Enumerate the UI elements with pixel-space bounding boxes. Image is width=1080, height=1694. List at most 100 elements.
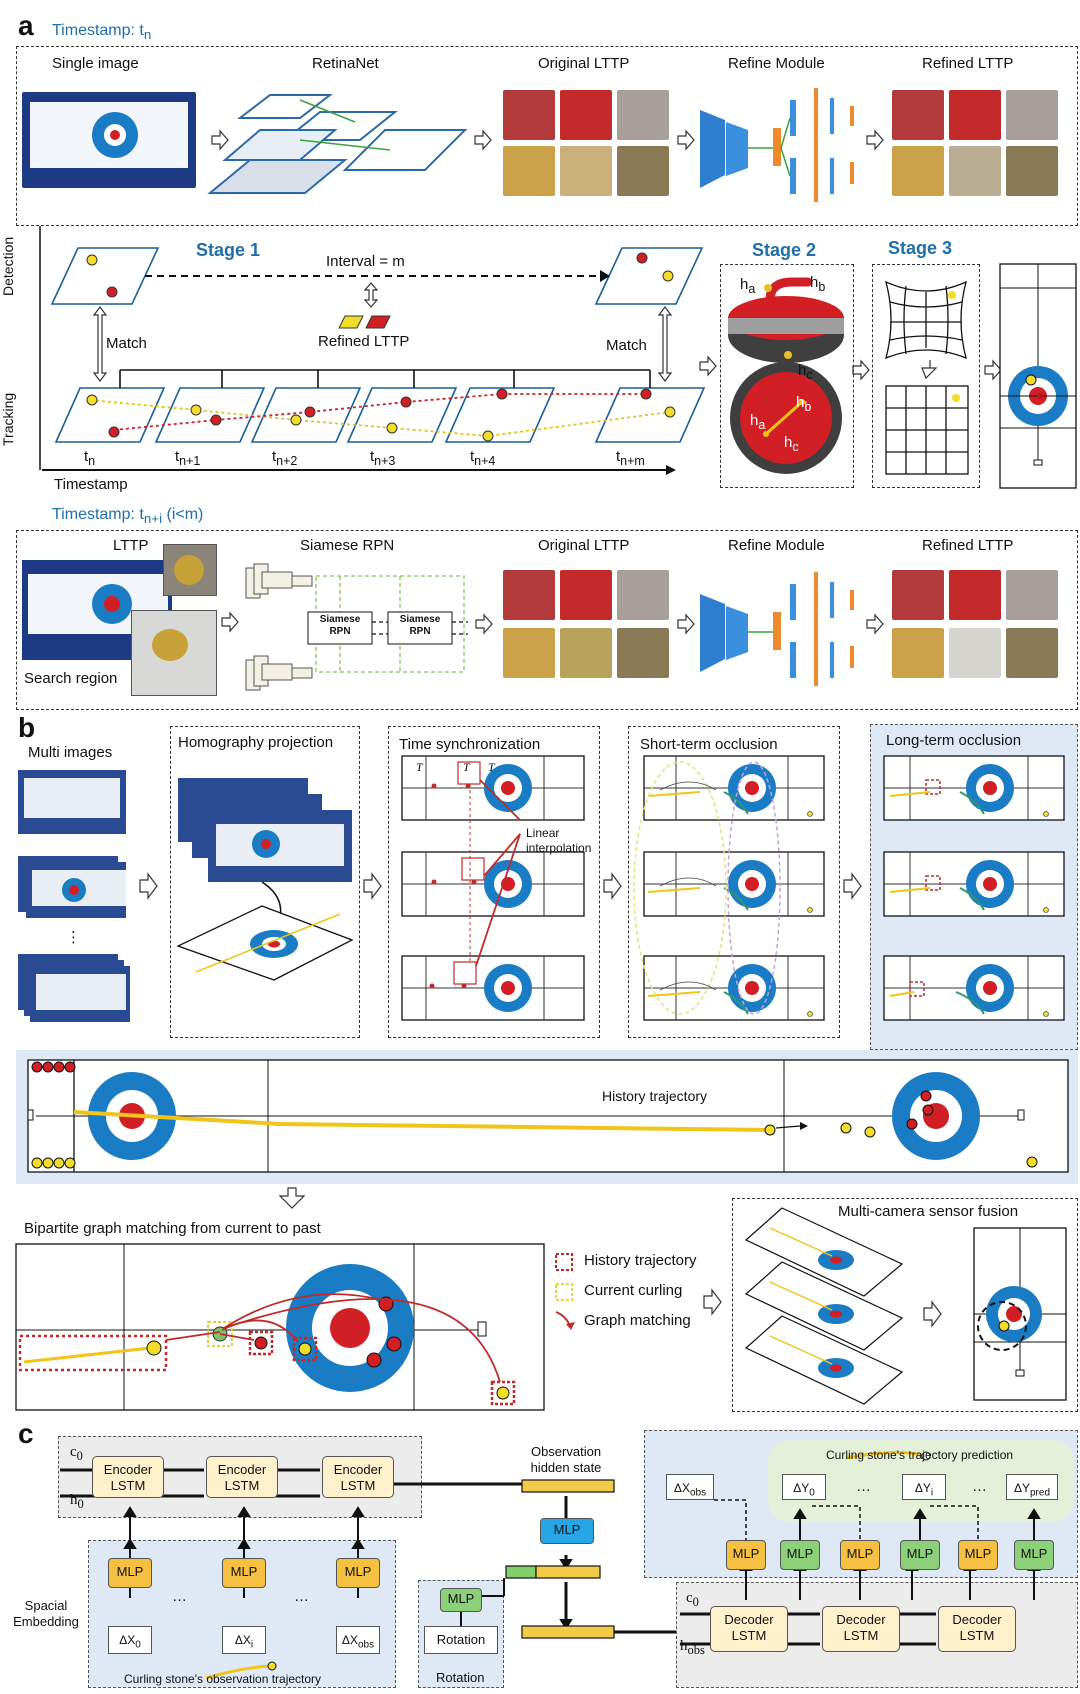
dxobs-box: ΔXobs [336, 1626, 380, 1654]
stage-3-title: Stage 3 [888, 238, 953, 258]
dy0-box: ΔY0 [782, 1474, 826, 1500]
dyi-box: ΔYi [902, 1474, 946, 1500]
bottom-row-box [16, 530, 1078, 710]
refined-lttp-label-2: Refined LTTP [922, 537, 1014, 554]
dxi-box: ΔXi [222, 1626, 266, 1654]
tick-tn4: tn+4 [470, 448, 496, 468]
multi-images-ellipsis: ⋮ [66, 929, 81, 946]
history-trajectory-label: History trajectory [602, 1088, 708, 1104]
original-lttp-thumb-5 [560, 146, 612, 196]
refined-lttp-b-thumb-2 [949, 570, 1001, 620]
curling-sheet-image [22, 92, 196, 188]
refined-lttp-thumb-2 [949, 90, 1001, 140]
stage2-hb-bottom: hb [796, 394, 812, 414]
top-row-box [16, 46, 1078, 226]
original-lttp-b-thumb-6 [617, 628, 669, 678]
stage2-hb-top: hb [810, 274, 826, 294]
linear-interp-label: Linear interpolation [526, 826, 592, 855]
c0-decoder-label: c0 [686, 1590, 699, 1609]
refined-lttp-b-thumb-1 [892, 570, 944, 620]
encoder-ellipsis-2: … [294, 1588, 309, 1605]
original-lttp-b-thumb-4 [503, 628, 555, 678]
dx0-box: ΔX0 [108, 1626, 152, 1654]
tb1-label-1: T [463, 760, 470, 774]
legend-history-trajectory: History trajectory [584, 1252, 697, 1269]
original-lttp-b-thumb-1 [503, 570, 555, 620]
original-lttp-b-thumb-5 [560, 628, 612, 678]
stage2-hc-bottom: hc [784, 434, 799, 454]
homography-box [170, 726, 360, 1038]
spatial-embedding-label: Spacial Embedding [13, 1598, 79, 1629]
refined-lttp-thumb-1 [892, 90, 944, 140]
match-right-label: Match [606, 337, 647, 354]
retinanet-label: RetinaNet [312, 55, 379, 72]
original-lttp-thumb-3 [617, 90, 669, 140]
refined-lttp-b-thumb-5 [949, 628, 1001, 678]
dx-obs-input-box: ΔXobs [666, 1474, 714, 1500]
decoder-mlp-4: MLP [900, 1540, 940, 1570]
legend-current-curling: Current curling [584, 1282, 683, 1299]
hobs-label: hobs [680, 1638, 705, 1657]
encoder-ellipsis-1: … [172, 1588, 187, 1605]
rotation-mlp: MLP [440, 1588, 482, 1612]
single-image-label: Single image [52, 55, 139, 72]
lttp-label: LTTP [113, 537, 149, 554]
long-term-box [870, 724, 1078, 1050]
tick-tn3: tn+3 [370, 448, 396, 468]
trajectory-prediction-label: Curling stone's trajectory prediction [826, 1448, 1014, 1462]
timestamp-bottom-label: Timestamp: tn+i (i<m) [52, 506, 204, 527]
dypred-box: ΔYpred [1006, 1474, 1058, 1500]
stage2-ha-top: ha [740, 276, 756, 296]
tick-tn: tn [84, 448, 96, 468]
refine-module-label-2: Refine Module [728, 537, 825, 554]
prediction-ellipsis-1: … [856, 1478, 871, 1495]
refined-lttp-thumb-3 [1006, 90, 1058, 140]
original-lttp-label-2: Original LTTP [538, 537, 630, 554]
refined-lttp-thumb-6 [1006, 146, 1058, 196]
search-region-thumb [131, 610, 217, 696]
tb0-label-1: T [416, 760, 423, 774]
tick-tn1: tn+1 [175, 448, 201, 468]
refined-lttp-b-thumb-6 [1006, 628, 1058, 678]
tick-tnm: tn+m [616, 448, 645, 468]
encoder-mlp-2: MLP [222, 1558, 266, 1588]
original-lttp-thumb-6 [617, 146, 669, 196]
observation-hidden-state-label: Observation hidden state [530, 1444, 602, 1475]
multi-camera-label: Multi-camera sensor fusion [838, 1203, 1019, 1220]
refined-lttp-b-thumb-4 [892, 628, 944, 678]
original-lttp-b-thumb-2 [560, 570, 612, 620]
search-region-label: Search region [24, 670, 118, 687]
legend-graph-matching: Graph matching [584, 1312, 691, 1329]
stage-3-box [872, 264, 980, 488]
original-lttp-thumb-1 [503, 90, 555, 140]
encoder-mlp-1: MLP [108, 1558, 152, 1588]
refined-lttp-thumb-4 [892, 146, 944, 196]
tb2-label-1: T [488, 760, 495, 774]
homography-label: Homography projection [178, 734, 334, 751]
siamese-rpn-label: Siamese RPN [300, 537, 395, 554]
observation-trajectory-label: Curling stone's observation trajectory [124, 1672, 322, 1686]
rotation-caption: Rotation [436, 1670, 485, 1685]
time-sync-label: Time synchronization [399, 736, 541, 753]
stage-1-title: Stage 1 [196, 240, 261, 260]
multi-camera-box [732, 1198, 1078, 1412]
timestamp-top-label: Timestamp: tn [52, 22, 152, 43]
lttp-sheet-image [22, 560, 172, 660]
timestamp-axis-label: Timestamp [54, 476, 128, 493]
panel-b-label: b [18, 712, 36, 743]
decoder-mlp-3: MLP [840, 1540, 880, 1570]
rotation-box: Rotation [424, 1626, 498, 1654]
interval-label: Interval = m [326, 253, 405, 270]
refine-module-label: Refine Module [728, 55, 825, 72]
panel-a-label: a [18, 10, 34, 41]
